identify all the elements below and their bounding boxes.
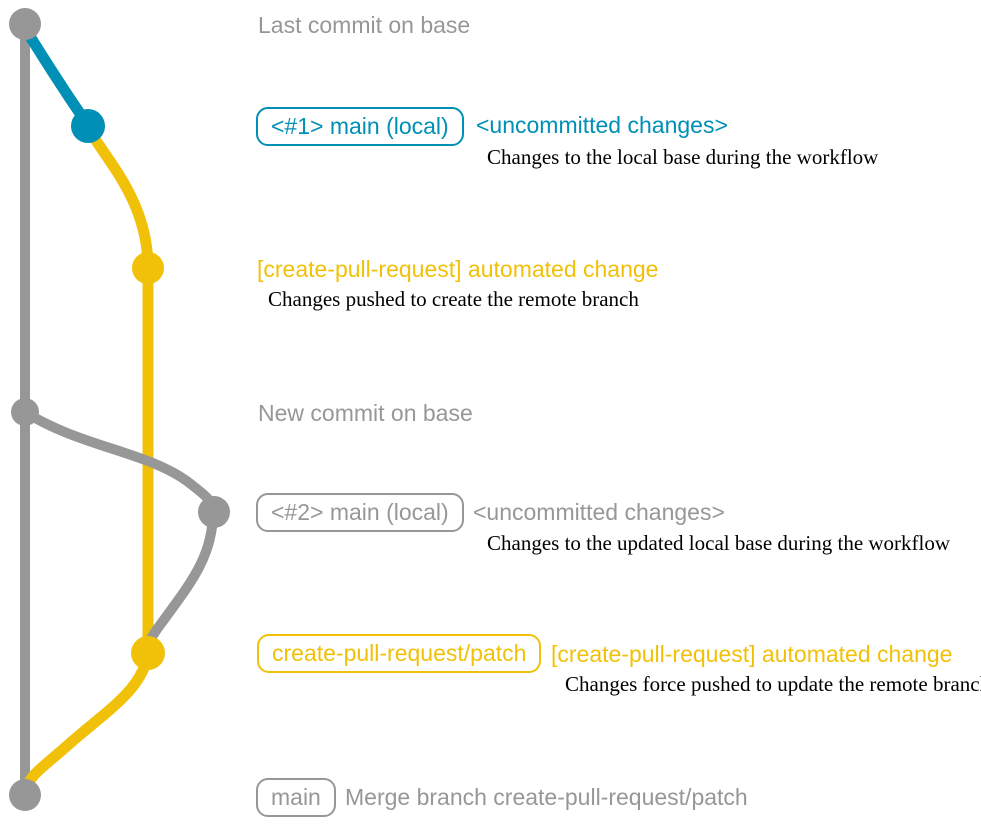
branch-badge-patch: create-pull-request/patch bbox=[257, 634, 542, 673]
label-merge-branch: Merge branch create-pull-request/patch bbox=[345, 784, 748, 810]
label-automated-change-1: [create-pull-request] automated change bbox=[257, 256, 659, 282]
branch-badge-main-local-2: <#2> main (local) bbox=[256, 493, 464, 532]
commit-dot-new-base bbox=[11, 398, 39, 426]
desc-push-create-remote-branch: Changes pushed to create the remote bran… bbox=[268, 287, 639, 311]
label-new-commit-on-base: New commit on base bbox=[258, 400, 473, 426]
commit-dot-local2 bbox=[198, 496, 230, 528]
branch-curve-patch-merge bbox=[19, 647, 154, 801]
commit-dot-local1 bbox=[71, 109, 105, 143]
branch-curve-patch1-out bbox=[82, 122, 154, 274]
label-uncommitted-changes-1: <uncommitted changes> bbox=[476, 112, 728, 138]
branch-curve-local1-out bbox=[20, 24, 92, 128]
branch-curve-local2-out bbox=[20, 407, 218, 517]
branch-badge-main: main bbox=[256, 778, 336, 817]
label-automated-change-2: [create-pull-request] automated change bbox=[551, 641, 953, 667]
label-last-commit-on-base: Last commit on base bbox=[258, 12, 471, 38]
commit-dot-merge bbox=[9, 779, 41, 811]
branch-curve-local2-rebase bbox=[143, 507, 218, 658]
label-uncommitted-changes-2: <uncommitted changes> bbox=[473, 499, 725, 525]
commit-dot-patch1 bbox=[132, 252, 164, 284]
desc-local-base-changes-1: Changes to the local base during the wor… bbox=[487, 145, 879, 169]
desc-force-push-remote-branch: Changes force pushed to update the remot… bbox=[565, 672, 981, 696]
desc-local-base-changes-2: Changes to the updated local base during… bbox=[487, 531, 951, 555]
branch-badge-main-local-1: <#1> main (local) bbox=[256, 107, 464, 146]
commit-dot-last-base bbox=[9, 8, 41, 40]
commit-dot-patch2 bbox=[131, 636, 165, 670]
